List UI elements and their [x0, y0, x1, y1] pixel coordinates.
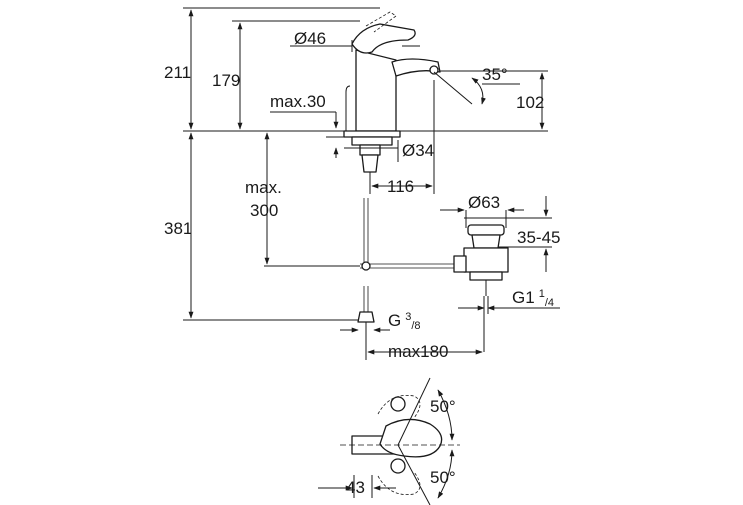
- supply-thread-main: G: [388, 311, 401, 330]
- label-spout-reach: 116: [387, 177, 414, 196]
- label-max-depth-line1: max.: [245, 178, 282, 197]
- faucet-side-view: [343, 11, 458, 340]
- supply-thread-numerator: 3: [405, 311, 411, 323]
- label-lever-diameter: Ø46: [294, 29, 326, 48]
- waste-thread-numerator: 1: [539, 288, 545, 300]
- waste-thread-slash: /: [545, 297, 549, 309]
- label-max-depth-line2: 300: [250, 201, 278, 220]
- label-spout-outlet-height: 102: [516, 93, 544, 112]
- label-spout-angle: 35°: [482, 65, 508, 84]
- label-lever-offset: 43: [346, 478, 365, 497]
- label-waste-diameter: Ø63: [468, 193, 500, 212]
- label-max-spacing: max180: [388, 342, 448, 361]
- label-waste-range: 35-45: [517, 228, 560, 247]
- waste-popup: [453, 224, 509, 296]
- label-spout-height: 179: [212, 71, 240, 90]
- label-overall-height-lower: 381: [164, 219, 192, 238]
- lever-top-view: [340, 377, 460, 505]
- label-max-deck-thickness: max.30: [270, 92, 326, 111]
- label-waste-thread: G1 1/4: [512, 288, 554, 309]
- supply-thread-slash: /: [411, 320, 415, 332]
- waste-thread-denominator: 4: [548, 297, 554, 309]
- dimension-lines: [188, 9, 560, 491]
- label-overall-height-upper: 211: [164, 63, 191, 82]
- waste-thread-main: G1: [512, 288, 535, 307]
- supply-thread-denominator: 8: [414, 320, 420, 332]
- label-lever-angle-bottom: 50°: [430, 468, 456, 487]
- label-lever-angle-top: 50°: [430, 397, 456, 416]
- label-shank-diameter: Ø34: [402, 141, 434, 160]
- dimension-labels: 211 179 Ø46 35° 102 max.30 Ø34 116 max. …: [164, 29, 560, 497]
